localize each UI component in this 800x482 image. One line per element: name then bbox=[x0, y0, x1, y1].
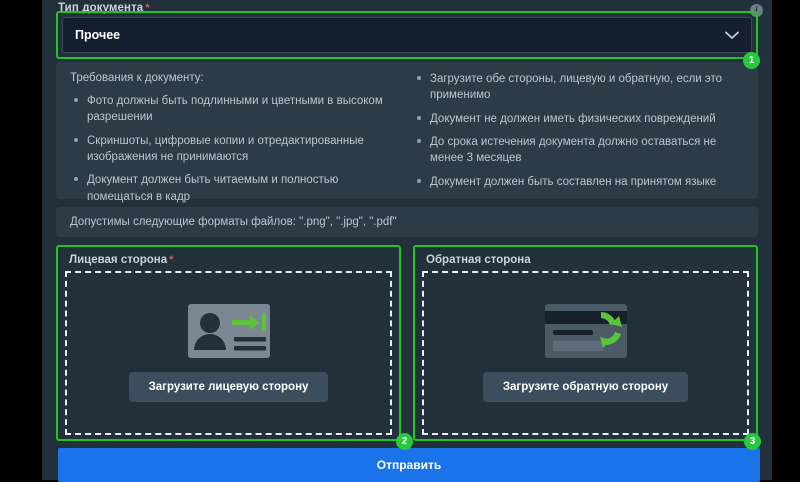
front-side-label: Лицевая сторона* bbox=[69, 254, 392, 266]
chevron-down-icon bbox=[725, 31, 739, 40]
requirement-item: Документ должен быть читаемым и полность… bbox=[70, 172, 401, 205]
doc-type-highlight-ring bbox=[56, 11, 758, 59]
requirement-text: Документ не должен иметь физических повр… bbox=[430, 112, 716, 125]
submit-button[interactable]: Отправить bbox=[58, 448, 760, 482]
requirements-title: Требования к документу: bbox=[70, 72, 204, 84]
bullet-icon bbox=[74, 97, 78, 102]
id-card-back-flip-icon bbox=[544, 304, 627, 358]
info-icon[interactable]: i bbox=[750, 4, 763, 17]
requirement-text: Скриншоты, цифровые копии и отредактиров… bbox=[87, 134, 364, 163]
bullet-icon bbox=[417, 76, 421, 80]
front-side-label-text: Лицевая сторона bbox=[69, 254, 168, 266]
requirement-item: Загрузите обе стороны, лицевую и обратну… bbox=[413, 71, 744, 104]
bullet-icon bbox=[417, 138, 421, 143]
requirement-text: До срока истечения документа должно оста… bbox=[430, 135, 717, 165]
requirement-item: Фото должны быть подлинными и цветными в… bbox=[70, 93, 401, 126]
document-upload-page: Тип документа* i Прочее Требования к док… bbox=[42, 0, 772, 480]
bullet-icon bbox=[74, 177, 78, 182]
bullet-icon bbox=[417, 115, 421, 120]
requirement-text: Фото должны быть подлинными и цветными в… bbox=[87, 94, 383, 124]
requirement-text: Документ должен быть составлен на принят… bbox=[430, 175, 717, 188]
requirement-text: Загрузите обе стороны, лицевую и обратну… bbox=[430, 73, 723, 102]
step-badge-1: 1 bbox=[743, 52, 760, 69]
allowed-formats-text: Допустимы следующие форматы файлов: ".pn… bbox=[70, 216, 397, 228]
requirement-item: Скриншоты, цифровые копии и отредактиров… bbox=[70, 133, 401, 166]
bullet-icon bbox=[74, 137, 78, 142]
back-side-dropzone[interactable]: Загрузите обратную сторону bbox=[422, 271, 749, 435]
back-side-label: Обратная сторона bbox=[426, 254, 749, 266]
requirements-column-left: Требования к документу: Фото должны быть… bbox=[70, 71, 401, 203]
front-side-required-asterisk: * bbox=[169, 254, 174, 266]
requirement-item: Документ не должен иметь физических повр… bbox=[413, 111, 744, 127]
requirement-item: Документ должен быть составлен на принят… bbox=[413, 174, 744, 190]
doc-type-selected-value: Прочее bbox=[75, 28, 121, 42]
back-side-upload-button[interactable]: Загрузите обратную сторону bbox=[482, 372, 689, 402]
upload-panels: Лицевая сторона* За bbox=[56, 245, 758, 441]
front-side-upload-button[interactable]: Загрузите лицевую сторону bbox=[128, 372, 329, 402]
step-badge-3: 3 bbox=[744, 433, 761, 450]
id-card-front-icon bbox=[187, 304, 270, 358]
requirement-text: Документ должен быть читаемым и полность… bbox=[87, 174, 339, 203]
doc-type-required-asterisk: * bbox=[145, 2, 150, 14]
back-side-panel: Обратная сторона bbox=[413, 245, 758, 441]
doc-type-select[interactable]: Прочее bbox=[62, 17, 752, 53]
bullet-icon bbox=[417, 178, 421, 183]
step-badge-2: 2 bbox=[396, 433, 413, 450]
allowed-formats-bar: Допустимы следующие форматы файлов: ".pn… bbox=[56, 207, 758, 237]
requirements-column-right: Загрузите обе стороны, лицевую и обратну… bbox=[413, 71, 744, 199]
front-side-panel: Лицевая сторона* За bbox=[56, 245, 401, 441]
front-side-dropzone[interactable]: Загрузите лицевую сторону bbox=[65, 271, 392, 435]
back-side-label-text: Обратная сторона bbox=[426, 254, 531, 266]
requirements-panel: Требования к документу: Фото должны быть… bbox=[56, 62, 758, 203]
requirement-item: До срока истечения документа должно оста… bbox=[413, 134, 744, 167]
